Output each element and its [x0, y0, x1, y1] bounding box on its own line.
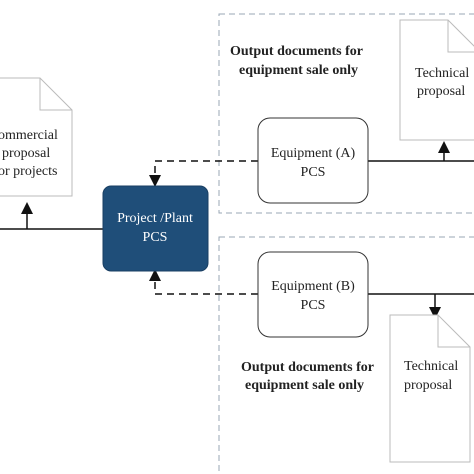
equipment-a-pcs-node: Equipment (A) PCS: [257, 117, 369, 204]
technical-proposal-bottom-line1: Technical: [404, 359, 458, 374]
project-plant-pcs-line2: PCS: [143, 230, 168, 245]
equipment-b-feedback-dashed: [149, 269, 258, 295]
equipment-b-pcs-line1: Equipment (B): [271, 279, 355, 294]
output-documents-bottom-line2: equipment sale only: [245, 378, 364, 393]
commercial-proposal-document: ommercial proposal or projects: [0, 77, 73, 197]
output-documents-top-line2: equipment sale only: [239, 63, 358, 78]
technical-proposal-bottom-line2: proposal: [404, 378, 452, 393]
technical-proposal-top-line2: proposal: [417, 84, 465, 99]
equipment-b-pcs-node: Equipment (B) PCS: [257, 251, 369, 338]
commercial-proposal-line3: or projects: [0, 164, 57, 179]
technical-proposal-top-document: Technical proposal: [399, 19, 474, 141]
project-plant-pcs-line1: Project /Plant: [117, 211, 193, 226]
technical-proposal-bottom-document: Technical proposal: [389, 314, 471, 463]
equipment-a-feedback-dashed: [149, 160, 258, 187]
technical-proposal-top-line1: Technical: [415, 66, 469, 81]
equipment-a-pcs-line2: PCS: [301, 165, 326, 180]
top-output-region: [218, 13, 474, 214]
bottom-output-region: [218, 236, 474, 474]
output-documents-bottom-line1: Output documents for: [241, 360, 374, 375]
output-documents-top-line1: Output documents for: [230, 44, 363, 59]
equipment-a-pcs-line1: Equipment (A): [271, 146, 356, 161]
project-plant-pcs-node: Project /Plant PCS: [102, 185, 209, 272]
equipment-b-pcs-line2: PCS: [301, 298, 326, 313]
commercial-proposal-line2: proposal: [2, 146, 50, 161]
commercial-proposal-line1: ommercial: [0, 128, 58, 143]
